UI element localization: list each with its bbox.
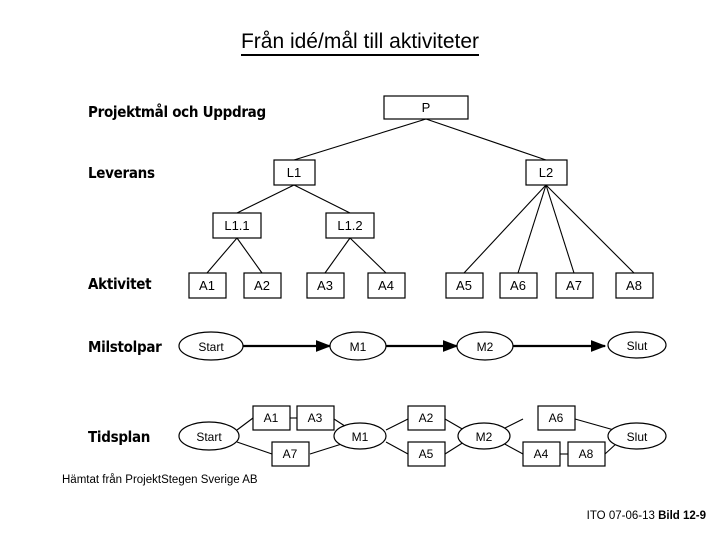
wbs-node-a4-label: A4 <box>378 278 394 293</box>
wbs-node-a4[interactable]: A4 <box>367 272 406 299</box>
wbs-node-a3[interactable]: A3 <box>306 272 345 299</box>
wbs-edge-l12-a4 <box>349 237 387 274</box>
schedule-node-slut-label: Slut <box>627 430 648 444</box>
schedule-edge-a6-slut <box>574 418 615 431</box>
wbs-edge-l11-a2 <box>236 237 263 274</box>
schedule-node-start[interactable]: Start <box>178 421 240 451</box>
slide-footer-date: ITO 07-06-13 <box>586 510 655 522</box>
wbs-node-a2[interactable]: A2 <box>243 272 282 299</box>
wbs-node-a8-label: A8 <box>626 278 642 293</box>
schedule-node-a8[interactable]: A8 <box>567 441 606 467</box>
row-label-aktivitet: Aktivitet <box>88 275 152 293</box>
schedule-node-a7[interactable]: A7 <box>271 441 310 467</box>
schedule-node-m1-label: M1 <box>352 430 369 444</box>
wbs-node-l11-label: L1.1 <box>224 218 249 233</box>
wbs-edges <box>206 118 635 274</box>
wbs-node-a8[interactable]: A8 <box>615 272 654 299</box>
schedule-node-a6-label: A6 <box>549 411 564 425</box>
wbs-node-a5[interactable]: A5 <box>445 272 484 299</box>
schedule-edges <box>236 417 618 455</box>
milestone-node-m1-label: M1 <box>350 340 367 354</box>
page-title-text: Från idé/mål till aktiviteter <box>240 30 480 56</box>
schedule-edge-a5-m2 <box>444 441 465 455</box>
schedule-node-a4-label: A4 <box>534 447 549 461</box>
wbs-edge-l11-a1 <box>206 237 238 274</box>
wbs-edge-l12-a3 <box>324 237 351 274</box>
slide-footer-number: Bild 12-9 <box>658 510 706 522</box>
milestone-node-slut[interactable]: Slut <box>607 331 667 359</box>
schedule-edge-m1-a2 <box>385 418 409 431</box>
schedule-node-a1[interactable]: A1 <box>252 405 291 431</box>
row-label-tidsplan: Tidsplan <box>88 428 151 446</box>
schedule-node-a3-label: A3 <box>308 411 323 425</box>
schedule-node-a2-label: A2 <box>419 411 434 425</box>
schedule-node-a6[interactable]: A6 <box>537 405 576 431</box>
wbs-node-a2-label: A2 <box>254 278 270 293</box>
wbs-node-l1[interactable]: L1 <box>273 159 316 186</box>
wbs-node-a7[interactable]: A7 <box>555 272 594 299</box>
wbs-node-a7-label: A7 <box>566 278 582 293</box>
schedule-edge-start-a7 <box>236 441 273 455</box>
wbs-edge-p-l2 <box>425 118 547 161</box>
schedule-node-slut[interactable]: Slut <box>607 422 667 450</box>
wbs-edge-l1-l11 <box>236 184 295 214</box>
wbs-edge-p-l1 <box>293 118 427 161</box>
wbs-node-l12[interactable]: L1.2 <box>325 212 375 239</box>
milestone-node-m2-label: M2 <box>477 340 494 354</box>
schedule-edge-start-a1 <box>236 417 254 431</box>
wbs-edge-l2-a5 <box>463 184 547 274</box>
wbs-node-p[interactable]: P <box>383 95 469 120</box>
schedule-node-m1[interactable]: M1 <box>333 422 387 450</box>
milestone-node-start[interactable]: Start <box>178 331 244 361</box>
schedule-node-a1-label: A1 <box>264 411 279 425</box>
wbs-node-a1-label: A1 <box>199 278 215 293</box>
schedule-edge-a2-m2 <box>444 418 465 431</box>
wbs-node-l11[interactable]: L1.1 <box>212 212 262 239</box>
source-note: Hämtat från ProjektStegen Sverige AB <box>62 474 258 486</box>
schedule-node-a4[interactable]: A4 <box>522 441 561 467</box>
wbs-node-a1[interactable]: A1 <box>188 272 227 299</box>
row-label-milstolpar: Milstolpar <box>88 338 162 356</box>
milestone-node-m2[interactable]: M2 <box>456 331 514 361</box>
wbs-node-a3-label: A3 <box>317 278 333 293</box>
schedule-node-start-label: Start <box>196 430 222 444</box>
wbs-edge-l2-a6 <box>517 184 547 274</box>
milestone-node-start-label: Start <box>198 340 224 354</box>
wbs-node-a6-label: A6 <box>510 278 526 293</box>
schedule-edge-m1-a5 <box>385 441 409 455</box>
wbs-node-l1-label: L1 <box>287 165 301 180</box>
schedule-node-a7-label: A7 <box>283 447 298 461</box>
milestone-node-slut-label: Slut <box>627 339 648 353</box>
page-title: Från idé/mål till aktiviteter <box>0 30 720 56</box>
slide-footer-code: ITO 07-06-13 Bild 12-9 <box>587 510 706 522</box>
wbs-node-p-label: P <box>422 100 431 115</box>
wbs-node-l2-label: L2 <box>539 165 553 180</box>
schedule-node-m2-label: M2 <box>476 430 493 444</box>
wbs-edge-l1-l12 <box>293 184 351 214</box>
wbs-node-a5-label: A5 <box>456 278 472 293</box>
schedule-node-a5[interactable]: A5 <box>407 441 446 467</box>
milestone-node-m1[interactable]: M1 <box>329 331 387 361</box>
wbs-node-l12-label: L1.2 <box>337 218 362 233</box>
row-label-projektmal: Projektmål och Uppdrag <box>88 103 266 121</box>
row-label-leverans: Leverans <box>88 164 155 182</box>
schedule-node-a5-label: A5 <box>419 447 434 461</box>
wbs-node-l2[interactable]: L2 <box>525 159 568 186</box>
wbs-node-a6[interactable]: A6 <box>499 272 538 299</box>
wbs-edge-l2-a8 <box>545 184 635 274</box>
schedule-node-a2[interactable]: A2 <box>407 405 446 431</box>
schedule-node-m2[interactable]: M2 <box>457 422 511 450</box>
schedule-node-a8-label: A8 <box>579 447 594 461</box>
wbs-edge-l2-a7 <box>545 184 575 274</box>
schedule-node-a3[interactable]: A3 <box>296 405 335 431</box>
